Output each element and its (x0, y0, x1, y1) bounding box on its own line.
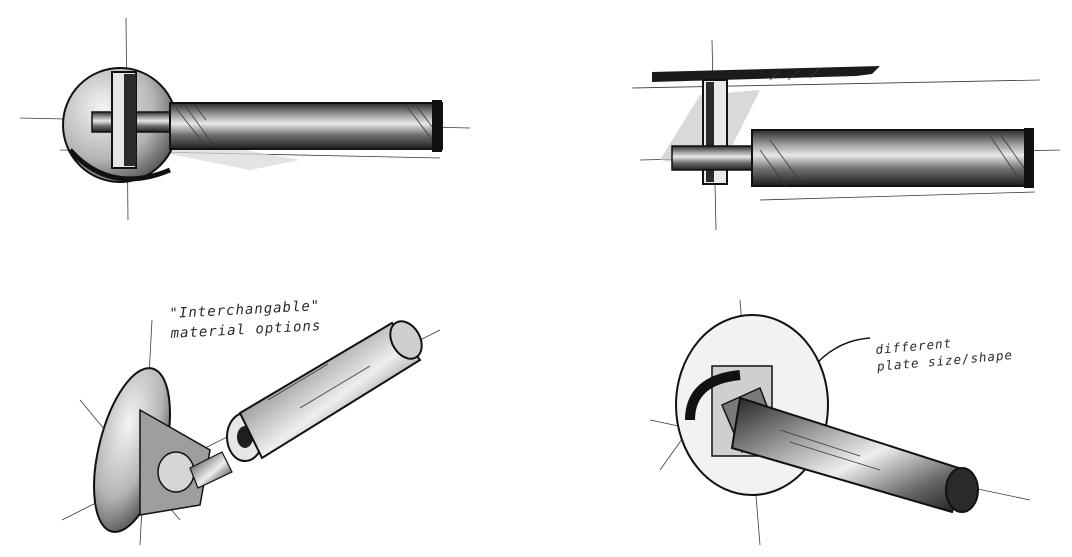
lever-sketch-perspective (649, 299, 1031, 546)
lever-sketch-side-view (631, 39, 1061, 231)
lever-sketch-front-view (19, 17, 471, 221)
lever-sketch-exploded (61, 319, 441, 546)
annotation-interchangeable-materials: "Interchangable" material options (169, 296, 322, 344)
